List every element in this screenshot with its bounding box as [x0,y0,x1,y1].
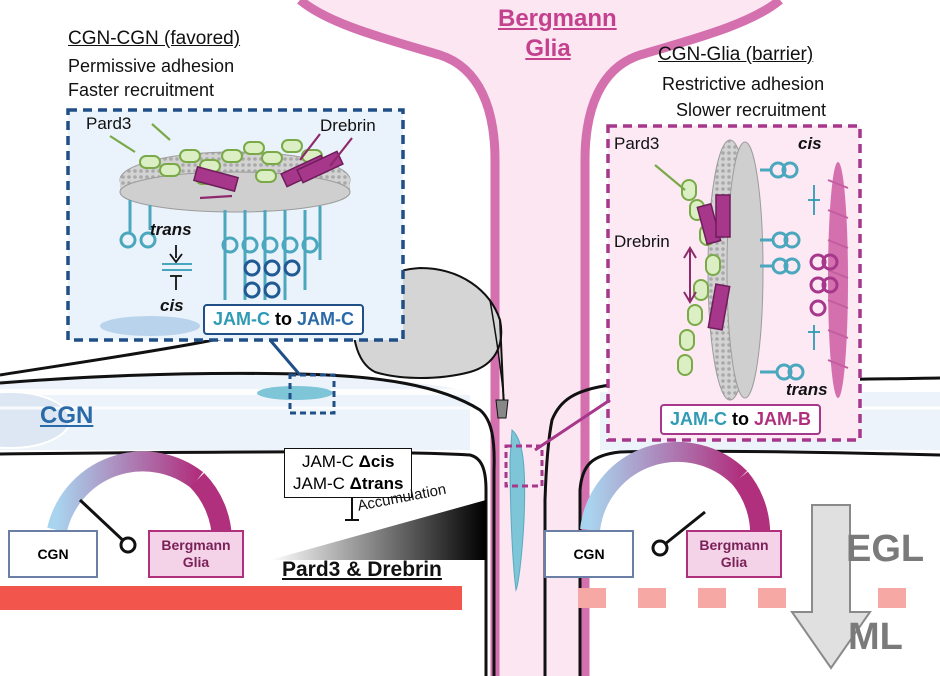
right-pard3-label: Pard3 [614,134,660,153]
right-jam-label: JAM-C to JAM-B [660,404,822,435]
left-inset-panel [66,108,405,342]
right-drebrin-label: Drebrin [614,232,670,251]
right-panel-title: CGN-Glia (barrier) [658,44,814,65]
left-pard3-label: Pard3 [86,114,132,133]
right-inset-panel [606,124,862,442]
left-jam-label: JAM-C to JAM-C [203,304,365,335]
egl-label: EGL [846,528,925,570]
ml-label: ML [848,616,903,658]
dashed-band [578,588,906,608]
accumulation-wedge [270,498,486,560]
teal-contacts [257,386,526,592]
egl-ml-arrow [790,504,872,670]
left-panel-line1: Permissive adhesion [68,56,235,76]
right-zoom-box [504,444,544,488]
left-drebrin-label: Drebrin [320,116,376,135]
cgn-label: CGN [40,402,94,429]
right-cis-label: cis [798,134,822,153]
right-trans-label: trans [786,380,828,399]
left-trans-label: trans [150,220,192,239]
left-zoom-box [288,373,336,415]
right-panel-line2: Slower recruitment [676,100,827,120]
red-band [0,586,462,610]
bergmann-glia-shape [297,0,783,676]
left-panel-line2: Faster recruitment [68,80,215,100]
gauge-right-cgn: CGN [544,530,634,578]
left-panel-title: CGN-CGN (favored) [68,28,241,49]
pard3-drebrin-label: Pard3 & Drebrin [282,558,442,581]
mutant-box: JAM-C Δcis JAM-C Δtrans [284,448,413,498]
right-panel-line1: Restrictive adhesion [662,74,825,94]
gauge-left-cgn: CGN [8,530,98,578]
left-cis-label: cis [160,296,184,315]
